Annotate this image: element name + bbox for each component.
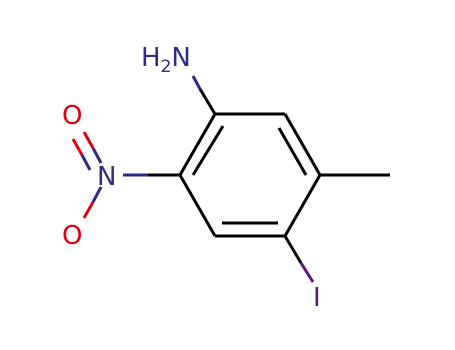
amine-label: H2N <box>141 43 191 77</box>
amine-bond-n <box>191 75 202 90</box>
ring-inner-bond-c2-c3 <box>277 127 308 176</box>
no-double-1-o <box>82 131 95 149</box>
nitro-o-top-label: O <box>62 101 82 131</box>
amine-bond-c <box>198 88 217 115</box>
no-double-1-n <box>91 147 103 164</box>
no-double-2-o <box>71 138 84 156</box>
nitro-o-bottom-label: O <box>62 221 82 251</box>
iodine-bond-c <box>283 235 303 264</box>
no-single-n <box>91 186 103 203</box>
amine-subscript: 2 <box>161 57 172 77</box>
no-double-2-n <box>80 154 92 171</box>
nitro-double-bond <box>71 131 103 171</box>
ring-inner-bond-c6-c1 <box>191 125 225 176</box>
amine-h: H <box>141 43 161 73</box>
ring-bond-c5-c6 <box>178 174 217 237</box>
benzene-ring <box>178 112 322 238</box>
ring-bond-c2-c3 <box>283 113 322 176</box>
nitro-n-label: N <box>97 162 116 192</box>
ring-bond-c3-c4 <box>283 174 322 237</box>
no-single-o <box>82 201 95 219</box>
amine-n: N <box>171 43 190 73</box>
iodine-bond-i <box>299 262 315 283</box>
iodine-label: I <box>313 283 321 313</box>
ring-bond-c6-c1 <box>178 113 217 176</box>
